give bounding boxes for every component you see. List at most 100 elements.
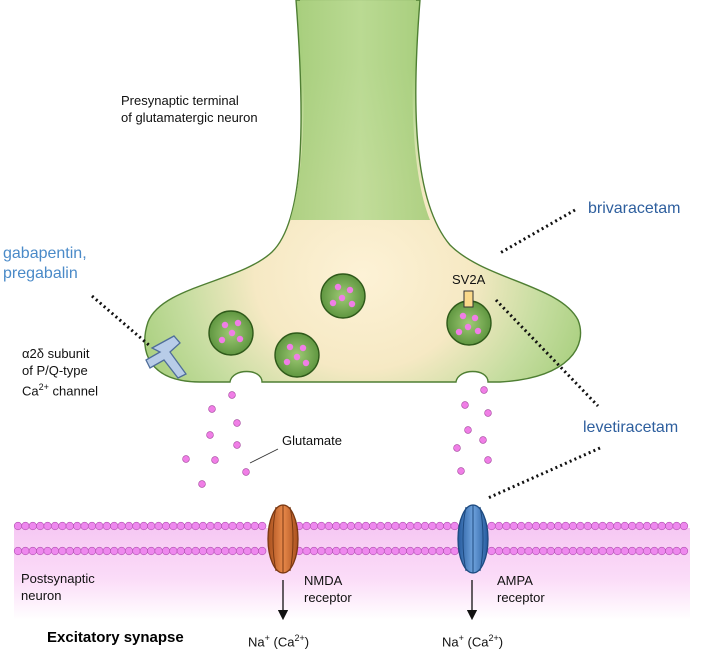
membrane-lipid-head <box>73 546 82 556</box>
membrane-lipid-head <box>450 521 459 531</box>
membrane-lipid-head <box>657 546 666 556</box>
membrane-lipid-head <box>139 521 148 531</box>
membrane-lipid-head <box>354 521 363 531</box>
presynaptic-terminal <box>144 0 582 383</box>
membrane-lipid-head <box>184 546 193 556</box>
membrane-lipid-head <box>317 521 326 531</box>
nmda-label: NMDA receptor <box>304 572 352 606</box>
membrane-lipid-head <box>80 546 89 556</box>
membrane-lipid-head <box>568 521 578 531</box>
membrane-lipid-head <box>198 521 208 531</box>
membrane-lipid-head <box>591 546 600 556</box>
membrane-lipid-head <box>613 521 622 531</box>
vesicle-1 <box>208 310 254 356</box>
membrane-lipid-head <box>376 546 385 556</box>
membrane-lipid-head <box>598 546 607 556</box>
membrane-lipid-head <box>376 521 385 531</box>
membrane-lipid-head <box>420 546 430 556</box>
membrane-lipid-head <box>524 546 533 556</box>
glutamate-pointer-line <box>249 448 279 464</box>
membrane-lipid-head <box>361 546 370 556</box>
ca-open-text: (Ca <box>269 634 295 650</box>
membrane-lipid-head <box>642 546 652 556</box>
membrane-lipid-head <box>591 521 600 531</box>
membrane-lipid-head <box>657 521 666 531</box>
membrane-lipid-head <box>43 546 52 556</box>
membrane-lipid-head <box>258 546 267 556</box>
membrane-lipid-head <box>554 521 563 531</box>
glutamate-label: Glutamate <box>282 433 342 448</box>
membrane-lipid-head <box>132 521 141 531</box>
membrane-lipid-head <box>228 521 237 531</box>
membrane-lipid-head <box>369 521 378 531</box>
ca-charge: 2+ <box>294 633 305 643</box>
ca-charge: 2+ <box>488 633 499 643</box>
membrane-lipid-head <box>332 546 341 556</box>
membrane-lipid-head <box>36 546 45 556</box>
membrane-lipid-head <box>102 546 111 556</box>
membrane-lipid-head <box>524 521 533 531</box>
membrane-lipid-head <box>487 546 496 556</box>
membrane-lipid-head <box>235 521 245 531</box>
membrane-lipid-head <box>435 546 444 556</box>
membrane-lipid-head <box>561 546 570 556</box>
nmda-label-line1: NMDA <box>304 573 343 588</box>
membrane-lipid-head <box>576 546 585 556</box>
membrane-lipid-head <box>73 521 82 531</box>
brivaracetam-label: brivaracetam <box>588 200 681 217</box>
membrane-lipid-head <box>679 546 689 556</box>
membrane-lipid-head <box>398 546 407 556</box>
membrane-lipid-head <box>346 546 356 556</box>
membrane-lipid-head <box>642 521 652 531</box>
membrane-lipid-head <box>413 521 422 531</box>
membrane-lipid-head <box>302 521 311 531</box>
membrane-lipid-head <box>620 546 629 556</box>
membrane-lipid-head <box>517 546 526 556</box>
membrane-lipid-head <box>509 546 518 556</box>
ca-close-text: ) <box>498 634 504 650</box>
membrane-lipid-head <box>28 521 37 531</box>
membrane-lipid-head <box>124 521 134 531</box>
postsynaptic-label-line2: neuron <box>21 588 62 603</box>
membrane-lipid-head <box>354 546 363 556</box>
membrane-lipid-head <box>102 521 111 531</box>
membrane-lipid-head <box>206 521 215 531</box>
membrane-lipid-head <box>147 521 156 531</box>
membrane-lipid-head <box>531 546 541 556</box>
membrane-lipid-head <box>539 521 548 531</box>
levetiracetam-label: levetiracetam <box>583 419 679 436</box>
vesicle-2 <box>274 332 320 378</box>
ampa-label-line2: receptor <box>497 590 545 605</box>
postsynaptic-cytoplasm <box>14 528 690 620</box>
membrane-lipid-head <box>628 521 637 531</box>
membrane-lipid-head <box>309 521 319 531</box>
membrane-lipid-head <box>139 546 148 556</box>
membrane-lipid-head <box>58 521 67 531</box>
membrane-lipid-head <box>110 546 119 556</box>
membrane-lipid-head <box>576 521 585 531</box>
membrane-lipid-head <box>43 521 52 531</box>
sv2a-label: SV2A <box>452 272 486 287</box>
presynaptic-label: Presynaptic terminal of glutamatergic ne… <box>121 92 258 126</box>
membrane-lipid-head <box>87 546 97 556</box>
membrane-lipid-head <box>176 546 185 556</box>
membrane-lipid-head <box>332 521 341 531</box>
membrane-lipid-head <box>583 521 592 531</box>
membrane-lipid-head <box>554 546 563 556</box>
membrane-lipid-head <box>450 546 459 556</box>
membrane-lipid-head <box>50 521 60 531</box>
nmda-receptor-icon <box>267 504 299 574</box>
membrane-lipid-head <box>613 546 622 556</box>
membrane-lipid-head <box>221 521 230 531</box>
gabapentin-label-line1: gabapentin, <box>3 245 87 262</box>
membrane-lipid-head <box>65 521 74 531</box>
membrane-lipid-head <box>147 546 156 556</box>
membrane-lipid-head <box>665 546 674 556</box>
membrane-lipid-head <box>369 546 378 556</box>
membrane-lipid-head <box>235 546 245 556</box>
membrane-lipid-head <box>317 546 326 556</box>
membrane-lipid-head <box>80 521 89 531</box>
membrane-lipid-head <box>443 546 452 556</box>
membrane-lipid-head <box>13 546 23 556</box>
